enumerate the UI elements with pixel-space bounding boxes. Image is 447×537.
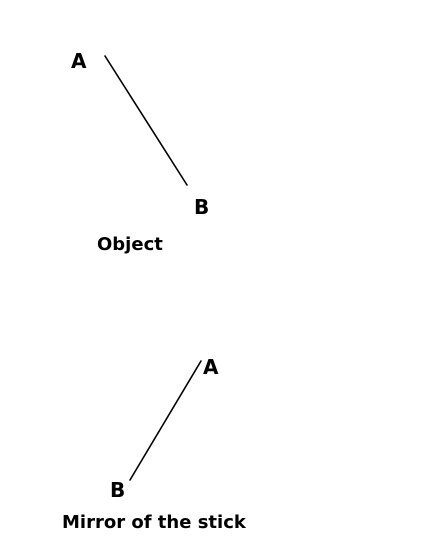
mirror-stick [129,360,202,481]
mirror-group: A B Mirror of the stick [62,355,247,533]
mirror-point-b-label: B [110,478,125,502]
object-caption: Object [97,234,163,255]
object-stick [104,55,188,186]
mirror-point-a-label: A [203,355,219,379]
object-point-a-label: A [71,49,87,73]
object-group: A B Object [71,49,209,255]
mirror-caption: Mirror of the stick [62,512,247,533]
object-point-b-label: B [194,195,209,219]
